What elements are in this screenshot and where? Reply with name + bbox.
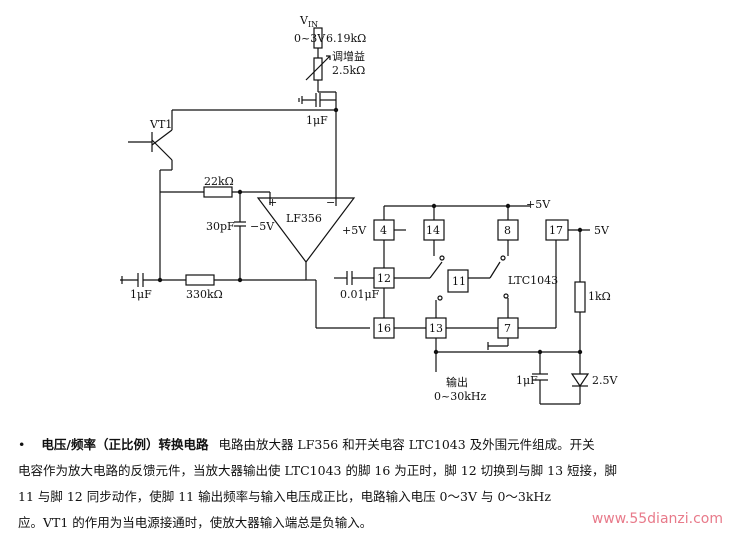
resistor-22k — [203, 186, 233, 198]
pin-16: 16 — [377, 322, 391, 335]
watermark: www.55dianzi.com — [591, 511, 723, 527]
switch-1 — [429, 261, 443, 279]
opamp-supply-label: +5V — [342, 224, 367, 237]
cap-in-label: 1μF — [130, 288, 152, 301]
r-top-label: 6.19kΩ — [326, 32, 366, 45]
pin-12: 12 — [377, 272, 391, 285]
resistor-330k — [185, 274, 215, 286]
pin-8: 8 — [504, 224, 511, 237]
caption-text-1: 电路由放大器 LF356 和开关电容 LTC1043 及外围元件组成。开关 — [218, 437, 595, 452]
pin-7: 7 — [504, 322, 511, 335]
gain-adjust-label: 调增益 — [332, 49, 365, 63]
r1k-label: 1kΩ — [588, 290, 611, 303]
plus5v-top-label: +5V — [526, 198, 551, 211]
r-in-label: 330kΩ — [186, 288, 223, 301]
zener-diode — [570, 373, 590, 388]
caption-line-2: 电容作为放大电路的反馈元件，当放大器输出使 LTC1043 的脚 16 为正时，… — [18, 463, 618, 478]
zener-label: 2.5V — [592, 374, 618, 387]
schematic: VIN 0~3V 6.19kΩ 调增益 2.5kΩ 1μF VT1 22kΩ 3… — [120, 14, 618, 405]
ic-label: LTC1043 — [508, 274, 558, 287]
output-label: 输出 — [446, 375, 468, 389]
pot-value-label: 2.5kΩ — [332, 64, 365, 77]
pin-11: 11 — [452, 275, 466, 288]
pin-13: 13 — [429, 322, 443, 335]
plus5v-right-label: 5V — [594, 224, 610, 237]
opamp-label: LF356 — [286, 212, 322, 225]
potentiometer — [313, 57, 323, 81]
caption-line-4: 应。VT1 的作用为当电源接通时，使放大器输入端总是负输入。 — [18, 515, 373, 530]
c-switch-label: 0.01μF — [340, 288, 380, 301]
output-range: 0~30kHz — [434, 390, 486, 403]
caption-line-3: 11 与脚 12 同步动作，使脚 11 输出频率与输入电压成正比，电路输入电压 … — [18, 489, 551, 504]
caption-line-1: • 电压/频率（正比例）转换电路电路由放大器 LF356 和开关电容 LTC104… — [18, 432, 718, 458]
transistor-label: VT1 — [149, 118, 172, 131]
caption: • 电压/频率（正比例）转换电路电路由放大器 LF356 和开关电容 LTC104… — [18, 432, 718, 536]
pin-11-box — [447, 269, 469, 293]
r-feedback-label: 22kΩ — [204, 175, 234, 188]
vin-label: VIN — [299, 14, 318, 29]
resistor-1k — [574, 281, 586, 313]
switch-2 — [489, 261, 501, 279]
pin-4: 4 — [380, 224, 387, 237]
cap-top-label: 1μF — [306, 114, 328, 127]
caption-title: 电压/频率（正比例）转换电路 — [41, 437, 209, 452]
pin-17: 17 — [549, 224, 563, 237]
neg5v-label: −5V — [250, 220, 275, 233]
c-out-label: 1μF — [516, 374, 538, 387]
opamp-lf356 — [256, 197, 356, 263]
vin-range: 0~3V — [294, 32, 326, 45]
pin-14: 14 — [426, 224, 440, 237]
opamp-minus: − — [326, 196, 335, 209]
opamp-plus: + — [268, 196, 277, 209]
caption-bullet: • — [18, 437, 26, 452]
c30p-label: 30pF — [206, 220, 235, 233]
